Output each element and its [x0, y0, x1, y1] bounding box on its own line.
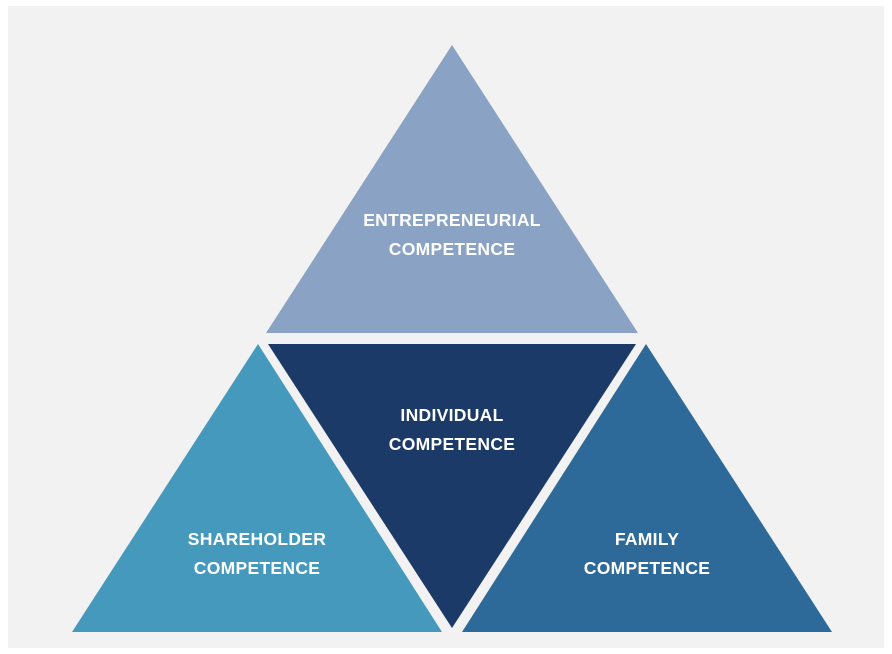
individual-line2: COMPETENCE	[388, 434, 516, 454]
shareholder-triangle	[72, 344, 442, 632]
entrepreneurial-line1: ENTREPRENEURIAL	[363, 210, 541, 230]
shareholder-line1: SHAREHOLDER	[187, 529, 327, 549]
individual-line1: INDIVIDUAL	[400, 405, 504, 425]
family-line2: COMPETENCE	[583, 558, 711, 578]
individual-triangle	[268, 344, 636, 628]
shareholder-line2: COMPETENCE	[193, 558, 321, 578]
entrepreneurial-triangle	[266, 45, 638, 333]
shareholder-competence-label: SHAREHOLDER COMPETENCE	[127, 525, 387, 583]
family-line1: FAMILY	[614, 529, 680, 549]
individual-competence-label: INDIVIDUAL COMPETENCE	[322, 401, 582, 459]
family-triangle	[462, 344, 832, 632]
entrepreneurial-line2: COMPETENCE	[388, 239, 516, 259]
family-competence-label: FAMILY COMPETENCE	[517, 525, 777, 583]
entrepreneurial-competence-label: ENTREPRENEURIAL COMPETENCE	[322, 206, 582, 264]
